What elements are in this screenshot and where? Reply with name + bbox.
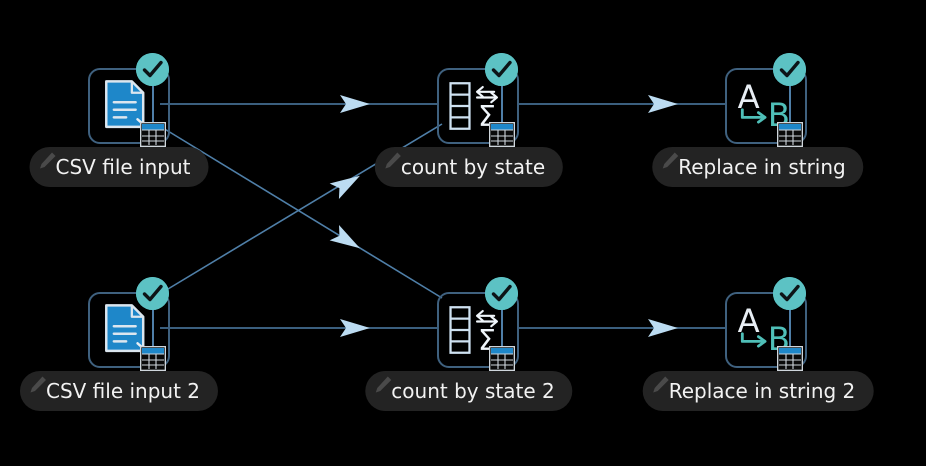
node-label-replace-in-string[interactable]: Replace in string	[652, 147, 864, 187]
check-circle-icon	[136, 53, 169, 86]
node-status-stem	[501, 288, 503, 348]
pencil-edit-icon	[653, 376, 669, 393]
node-status-csv-file-input[interactable]	[136, 53, 169, 86]
node-label-text: Replace in string	[678, 155, 846, 179]
check-circle-icon	[773, 53, 806, 86]
node-label-replace-in-string-2[interactable]: Replace in string 2	[642, 371, 874, 411]
connector-arrowhead	[648, 95, 678, 113]
node-status-stem	[501, 64, 503, 124]
node-output-port-csv-file-input[interactable]	[139, 121, 167, 148]
node-label-csv-file-input-2[interactable]: CSV file input 2	[19, 371, 219, 411]
node-status-replace-in-string-2[interactable]	[773, 277, 806, 310]
node-status-stem	[789, 288, 791, 348]
node-csv-file-input-2[interactable]	[88, 292, 170, 368]
node-label-count-by-state-2[interactable]: count by state 2	[365, 371, 573, 411]
table-port-icon	[488, 345, 516, 372]
connector-arrowhead	[340, 319, 370, 337]
node-label-text: Replace in string 2	[668, 379, 856, 403]
node-status-replace-in-string[interactable]	[773, 53, 806, 86]
table-port-icon	[139, 345, 167, 372]
node-status-stem	[789, 64, 791, 124]
node-status-count-by-state[interactable]	[485, 53, 518, 86]
node-output-port-replace-in-string-2[interactable]	[776, 345, 804, 372]
pencil-edit-icon	[662, 152, 679, 169]
node-label-text: count by state 2	[391, 379, 555, 403]
connector-arrowhead	[329, 224, 360, 249]
pencil-edit-icon	[375, 376, 392, 393]
check-circle-icon	[485, 277, 518, 310]
table-port-icon	[488, 121, 516, 148]
connector-arrowhead	[329, 175, 361, 199]
node-label-count-by-state[interactable]: count by state	[374, 147, 564, 187]
node-output-port-count-by-state-2[interactable]	[488, 345, 516, 372]
svg-text:A: A	[738, 78, 760, 116]
node-status-stem	[152, 64, 154, 124]
table-port-icon	[776, 345, 804, 372]
node-status-count-by-state-2[interactable]	[485, 277, 518, 310]
node-output-port-count-by-state[interactable]	[488, 121, 516, 148]
pencil-edit-icon	[40, 152, 56, 169]
svg-text:A: A	[738, 302, 760, 340]
check-circle-icon	[773, 277, 806, 310]
node-status-csv-file-input-2[interactable]	[136, 277, 169, 310]
csv-document-icon	[105, 304, 155, 359]
table-port-icon	[139, 121, 167, 148]
table-port-icon	[776, 121, 804, 148]
node-status-stem	[152, 288, 154, 348]
node-label-text: count by state	[400, 155, 546, 179]
pencil-edit-icon	[30, 376, 46, 393]
node-label-text: CSV file input	[55, 155, 191, 179]
node-csv-file-input[interactable]	[88, 68, 170, 144]
connector-arrowhead	[648, 319, 678, 337]
node-label-csv-file-input[interactable]: CSV file input	[29, 147, 209, 187]
node-label-text: CSV file input 2	[45, 379, 201, 403]
node-output-port-csv-file-input-2[interactable]	[139, 345, 167, 372]
check-circle-icon	[136, 277, 169, 310]
node-output-port-replace-in-string[interactable]	[776, 121, 804, 148]
connector-arrowhead	[340, 95, 370, 113]
check-circle-icon	[485, 53, 518, 86]
